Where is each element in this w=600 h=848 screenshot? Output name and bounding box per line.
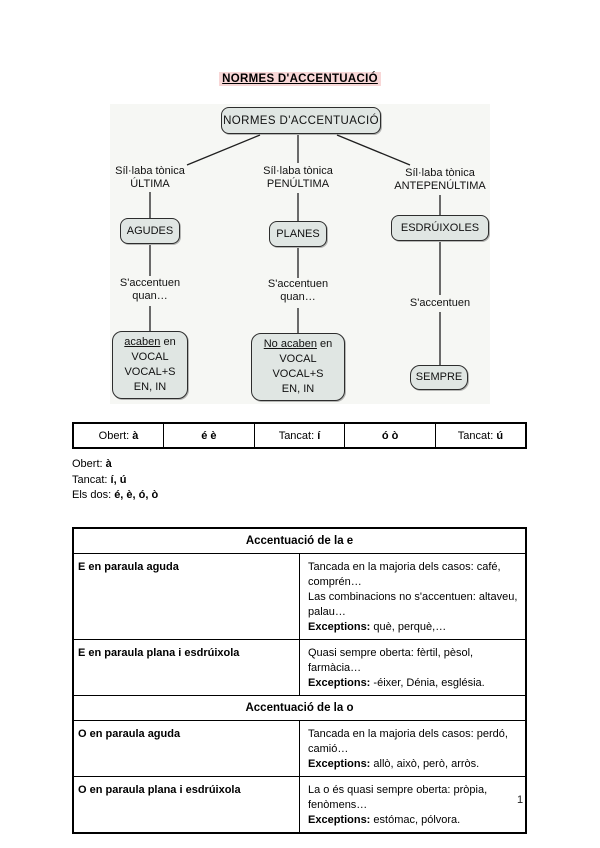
rule-description: Tancada en la majoria dels casos: perdó,… (299, 720, 527, 777)
vowel-cell-value: à (132, 429, 139, 442)
page-number: 1 (517, 794, 524, 806)
summary-line: Els dos: é, è, ó, ò (72, 488, 158, 504)
rule-description: Tancada en la majoria dels casos: café, … (299, 553, 527, 640)
rule-term: E en paraula plana i esdrúixola (72, 639, 300, 696)
category-box-agudes: AGUDES (120, 218, 180, 244)
diagram-connectors (149, 134, 441, 365)
category-box-planes: PLANES (269, 221, 327, 247)
description-text: La o és quasi sempre oberta: pròpia, fen… (308, 784, 488, 811)
rule-suffix-text: en (316, 338, 333, 350)
description-text: Quasi sempre oberta: fèrtil, pèsol, farm… (308, 647, 474, 674)
rule-term: O en paraula plana i esdrúixola (72, 776, 300, 834)
rule-endings-list: VOCAL VOCAL+S EN, IN (124, 351, 176, 393)
description-text: Las combinacions no s'accentuen: altaveu… (308, 591, 518, 618)
summary-label: Tancat: (72, 473, 111, 486)
description-text: què, perquè,… (370, 621, 447, 633)
summary-label: Obert: (72, 458, 106, 470)
vowel-cell-value: é è (201, 429, 217, 442)
summary-value: í, ú (110, 473, 127, 486)
summary-line: Tancat: í, ú (72, 473, 158, 489)
diagram-root-box: NORMES D'ACCENTUACIÓ (221, 107, 381, 134)
description-text: Tancada en la majoria dels casos: perdó,… (308, 728, 508, 755)
table-row: Obert: à é è Tancat: í ó ò Tancat: ú (72, 422, 527, 449)
vowel-cell-value: ó ò (381, 429, 399, 442)
description-line: La o és quasi sempre oberta: pròpia, fen… (308, 783, 521, 813)
section-header: Accentuació de la o (72, 695, 527, 721)
accentuation-rules-table: Accentuació de la e E en paraula aguda T… (72, 527, 527, 834)
table-section-header-row: Accentuació de la e (72, 527, 527, 554)
summary-line: Obert: à (72, 457, 158, 473)
accentuation-diagram: NORMES D'ACCENTUACIÓ Síl·laba tònica ÚLT… (110, 104, 490, 404)
table-row: O en paraula aguda Tancada en la majoria… (72, 720, 527, 777)
description-line: Tancada en la majoria dels casos: perdó,… (308, 727, 521, 757)
vowel-cell: Obert: à (72, 422, 165, 449)
section-header: Accentuació de la e (72, 527, 527, 554)
condition-label-esdruixoles: S'accentuen (409, 297, 471, 309)
syllable-label-penultima: Síl·laba tònica PENÚLTIMA (263, 165, 333, 190)
rule-endings-list: VOCAL VOCAL+S EN, IN (272, 353, 324, 395)
exceptions-label: Exceptions: (308, 621, 371, 633)
vowel-cell: é è (163, 422, 255, 449)
syllable-label-ultima: Síl·laba tònica ÚLTIMA (115, 165, 185, 190)
connector-line (336, 134, 411, 166)
summary-label: Els dos: (72, 489, 115, 501)
exceptions-label: Exceptions: (308, 814, 371, 826)
description-text: -éixer, Dénia, església. (370, 677, 485, 689)
summary-value: é, è, ó, ò (114, 489, 159, 501)
rule-underlined-text: No acaben (263, 338, 317, 350)
rule-term: O en paraula aguda (72, 720, 300, 777)
rule-first-line: acaben en (124, 335, 175, 350)
summary-value: à (105, 458, 112, 470)
condition-label-planes: S'accentuen quan… (267, 278, 329, 303)
table-row: E en paraula aguda Tancada en la majoria… (72, 553, 527, 640)
table-row: E en paraula plana i esdrúixola Quasi se… (72, 639, 527, 696)
description-line: Exceptions: -éixer, Dénia, església. (308, 676, 521, 691)
rule-box-agudes: acaben en VOCAL VOCAL+S EN, IN (112, 331, 188, 399)
description-line: Tancada en la majoria dels casos: café, … (308, 560, 521, 590)
vowel-cell-label: Tancat: (278, 429, 318, 442)
vowel-cell: Tancat: ú (434, 422, 527, 449)
syllable-label-antepenultima: Síl·laba tònica ANTEPENÚLTIMA (394, 167, 486, 192)
rule-box-esdruixoles: SEMPRE (410, 365, 468, 390)
rule-term: E en paraula aguda (72, 553, 300, 640)
vowel-cell: ó ò (344, 422, 436, 449)
table-row: O en paraula plana i esdrúixola La o és … (72, 776, 527, 834)
rule-first-line: No acaben en (264, 337, 333, 352)
page-title: NORMES D'ACCENTUACIÓ (219, 72, 381, 86)
exceptions-label: Exceptions: (308, 758, 371, 770)
title-row: NORMES D'ACCENTUACIÓ (0, 69, 600, 87)
description-text: allò, això, però, arròs. (370, 758, 480, 770)
condition-label-agudes: S'accentuen quan… (119, 277, 181, 302)
table-section-header-row: Accentuació de la o (72, 695, 527, 721)
exceptions-label: Exceptions: (308, 677, 371, 689)
description-line: Exceptions: estómac, pólvora. (308, 813, 521, 828)
description-line: Las combinacions no s'accentuen: altaveu… (308, 590, 521, 620)
description-text: estómac, pólvora. (370, 814, 461, 826)
vowel-cell-label: Tancat: (457, 429, 497, 442)
vowel-cell-value: ú (496, 429, 504, 442)
category-box-esdruixoles: ESDRÚIXOLES (391, 215, 489, 241)
connector-line (186, 134, 261, 166)
rule-description: Quasi sempre oberta: fèrtil, pèsol, farm… (299, 639, 527, 696)
rule-suffix-text: en (160, 336, 176, 348)
description-text: Tancada en la majoria dels casos: café, … (308, 561, 501, 588)
description-line: Quasi sempre oberta: fèrtil, pèsol, farm… (308, 646, 521, 676)
rule-description: La o és quasi sempre oberta: pròpia, fen… (299, 776, 527, 834)
vowel-cell-value: í (317, 429, 321, 442)
description-line: Exceptions: allò, això, però, arròs. (308, 757, 521, 772)
rule-box-planes: No acaben en VOCAL VOCAL+S EN, IN (251, 333, 345, 401)
vowel-openness-strip: Obert: à é è Tancat: í ó ò Tancat: ú (72, 422, 527, 449)
vowel-summary-lines: Obert: à Tancat: í, ú Els dos: é, è, ó, … (72, 457, 158, 504)
description-line: Exceptions: què, perquè,… (308, 620, 521, 635)
vowel-cell: Tancat: í (253, 422, 346, 449)
rule-underlined-text: acaben (124, 336, 161, 348)
vowel-cell-label: Obert: (98, 429, 133, 442)
